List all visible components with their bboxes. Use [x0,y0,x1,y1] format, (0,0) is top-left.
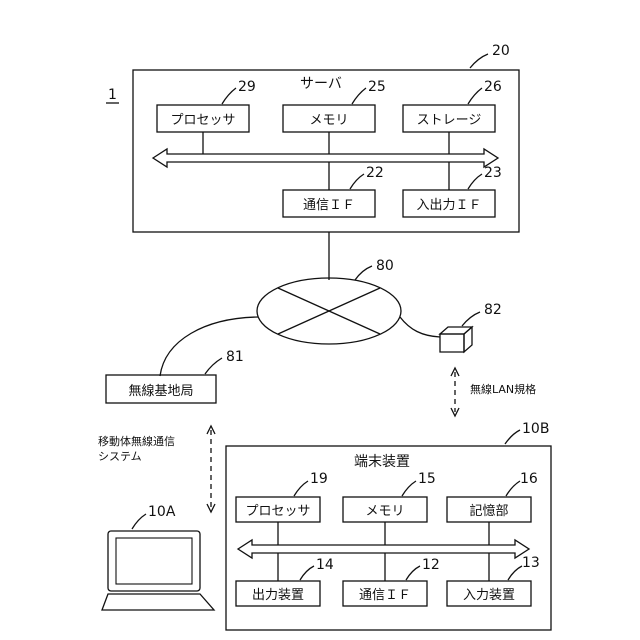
terminal-processor-ref: 19 [310,472,328,486]
terminal-input-ref: 13 [522,556,540,570]
server-comm-if-ref: 22 [366,166,384,180]
terminal-storage-label: 記憶部 [447,497,531,522]
mobile-link-arrow [207,426,215,512]
access-point-side [464,327,472,352]
terminal-memory-label: メモリ [343,497,427,522]
leader-12 [406,566,420,580]
leader-10A [132,514,146,529]
leader-29 [222,88,236,104]
terminal-storage-ref: 16 [520,472,538,486]
leader-82 [462,312,480,326]
leader-23 [468,174,482,189]
network-ref: 80 [376,259,394,273]
server-processor-label: プロセッサ [157,105,249,132]
mobile-label-line1: 移動体無線通信 [98,436,175,447]
leader-80 [355,266,372,280]
leader-26 [468,88,482,104]
terminal-output-ref: 14 [316,558,334,572]
server-io-if-label: 入出力ＩＦ [403,190,495,217]
server-memory-label: メモリ [283,105,375,132]
leader-13 [508,566,522,580]
terminal-title: 端末装置 [354,455,410,469]
network-access-point-link [400,317,440,337]
leader-14 [300,566,314,580]
leader-25 [352,88,366,104]
server-title: サーバ [300,77,342,91]
leader-81 [205,358,222,374]
terminal-input-label: 入力装置 [447,581,531,606]
server-storage-ref: 26 [484,80,502,94]
server-bus-arrow [153,149,498,167]
access-point-front [440,334,464,352]
terminal-processor-label: プロセッサ [236,497,320,522]
server-processor-ref: 29 [238,80,256,94]
terminal-ref: 10B [522,422,549,436]
terminal-bus-arrow [238,540,529,558]
laptop-icon [102,531,214,610]
server-comm-if-label: 通信ＩＦ [283,190,375,217]
wlan-link-arrow [451,368,459,416]
terminal-comm-if-label: 通信ＩＦ [343,581,427,606]
figure-ref: 1 [108,88,117,102]
terminal-comm-if-ref: 12 [422,558,440,572]
mobile-label-line2: システム [98,451,142,462]
leader-15 [402,481,416,496]
leader-10B [505,430,520,444]
base-station-label: 無線基地局 [106,375,216,403]
laptop-ref: 10A [148,505,175,519]
server-ref: 20 [492,44,510,58]
access-point-ref: 82 [484,303,502,317]
server-memory-ref: 25 [368,80,386,94]
server-io-if-ref: 23 [484,166,502,180]
server-storage-label: ストレージ [403,105,495,132]
leader-22 [350,174,364,189]
terminal-memory-ref: 15 [418,472,436,486]
leader-20 [470,54,488,68]
leader-19 [294,481,308,496]
network-base-station-link [160,317,258,376]
wlan-label: 無線LAN規格 [470,384,536,395]
leader-16 [506,481,520,496]
terminal-output-label: 出力装置 [236,581,320,606]
base-station-ref: 81 [226,350,244,364]
